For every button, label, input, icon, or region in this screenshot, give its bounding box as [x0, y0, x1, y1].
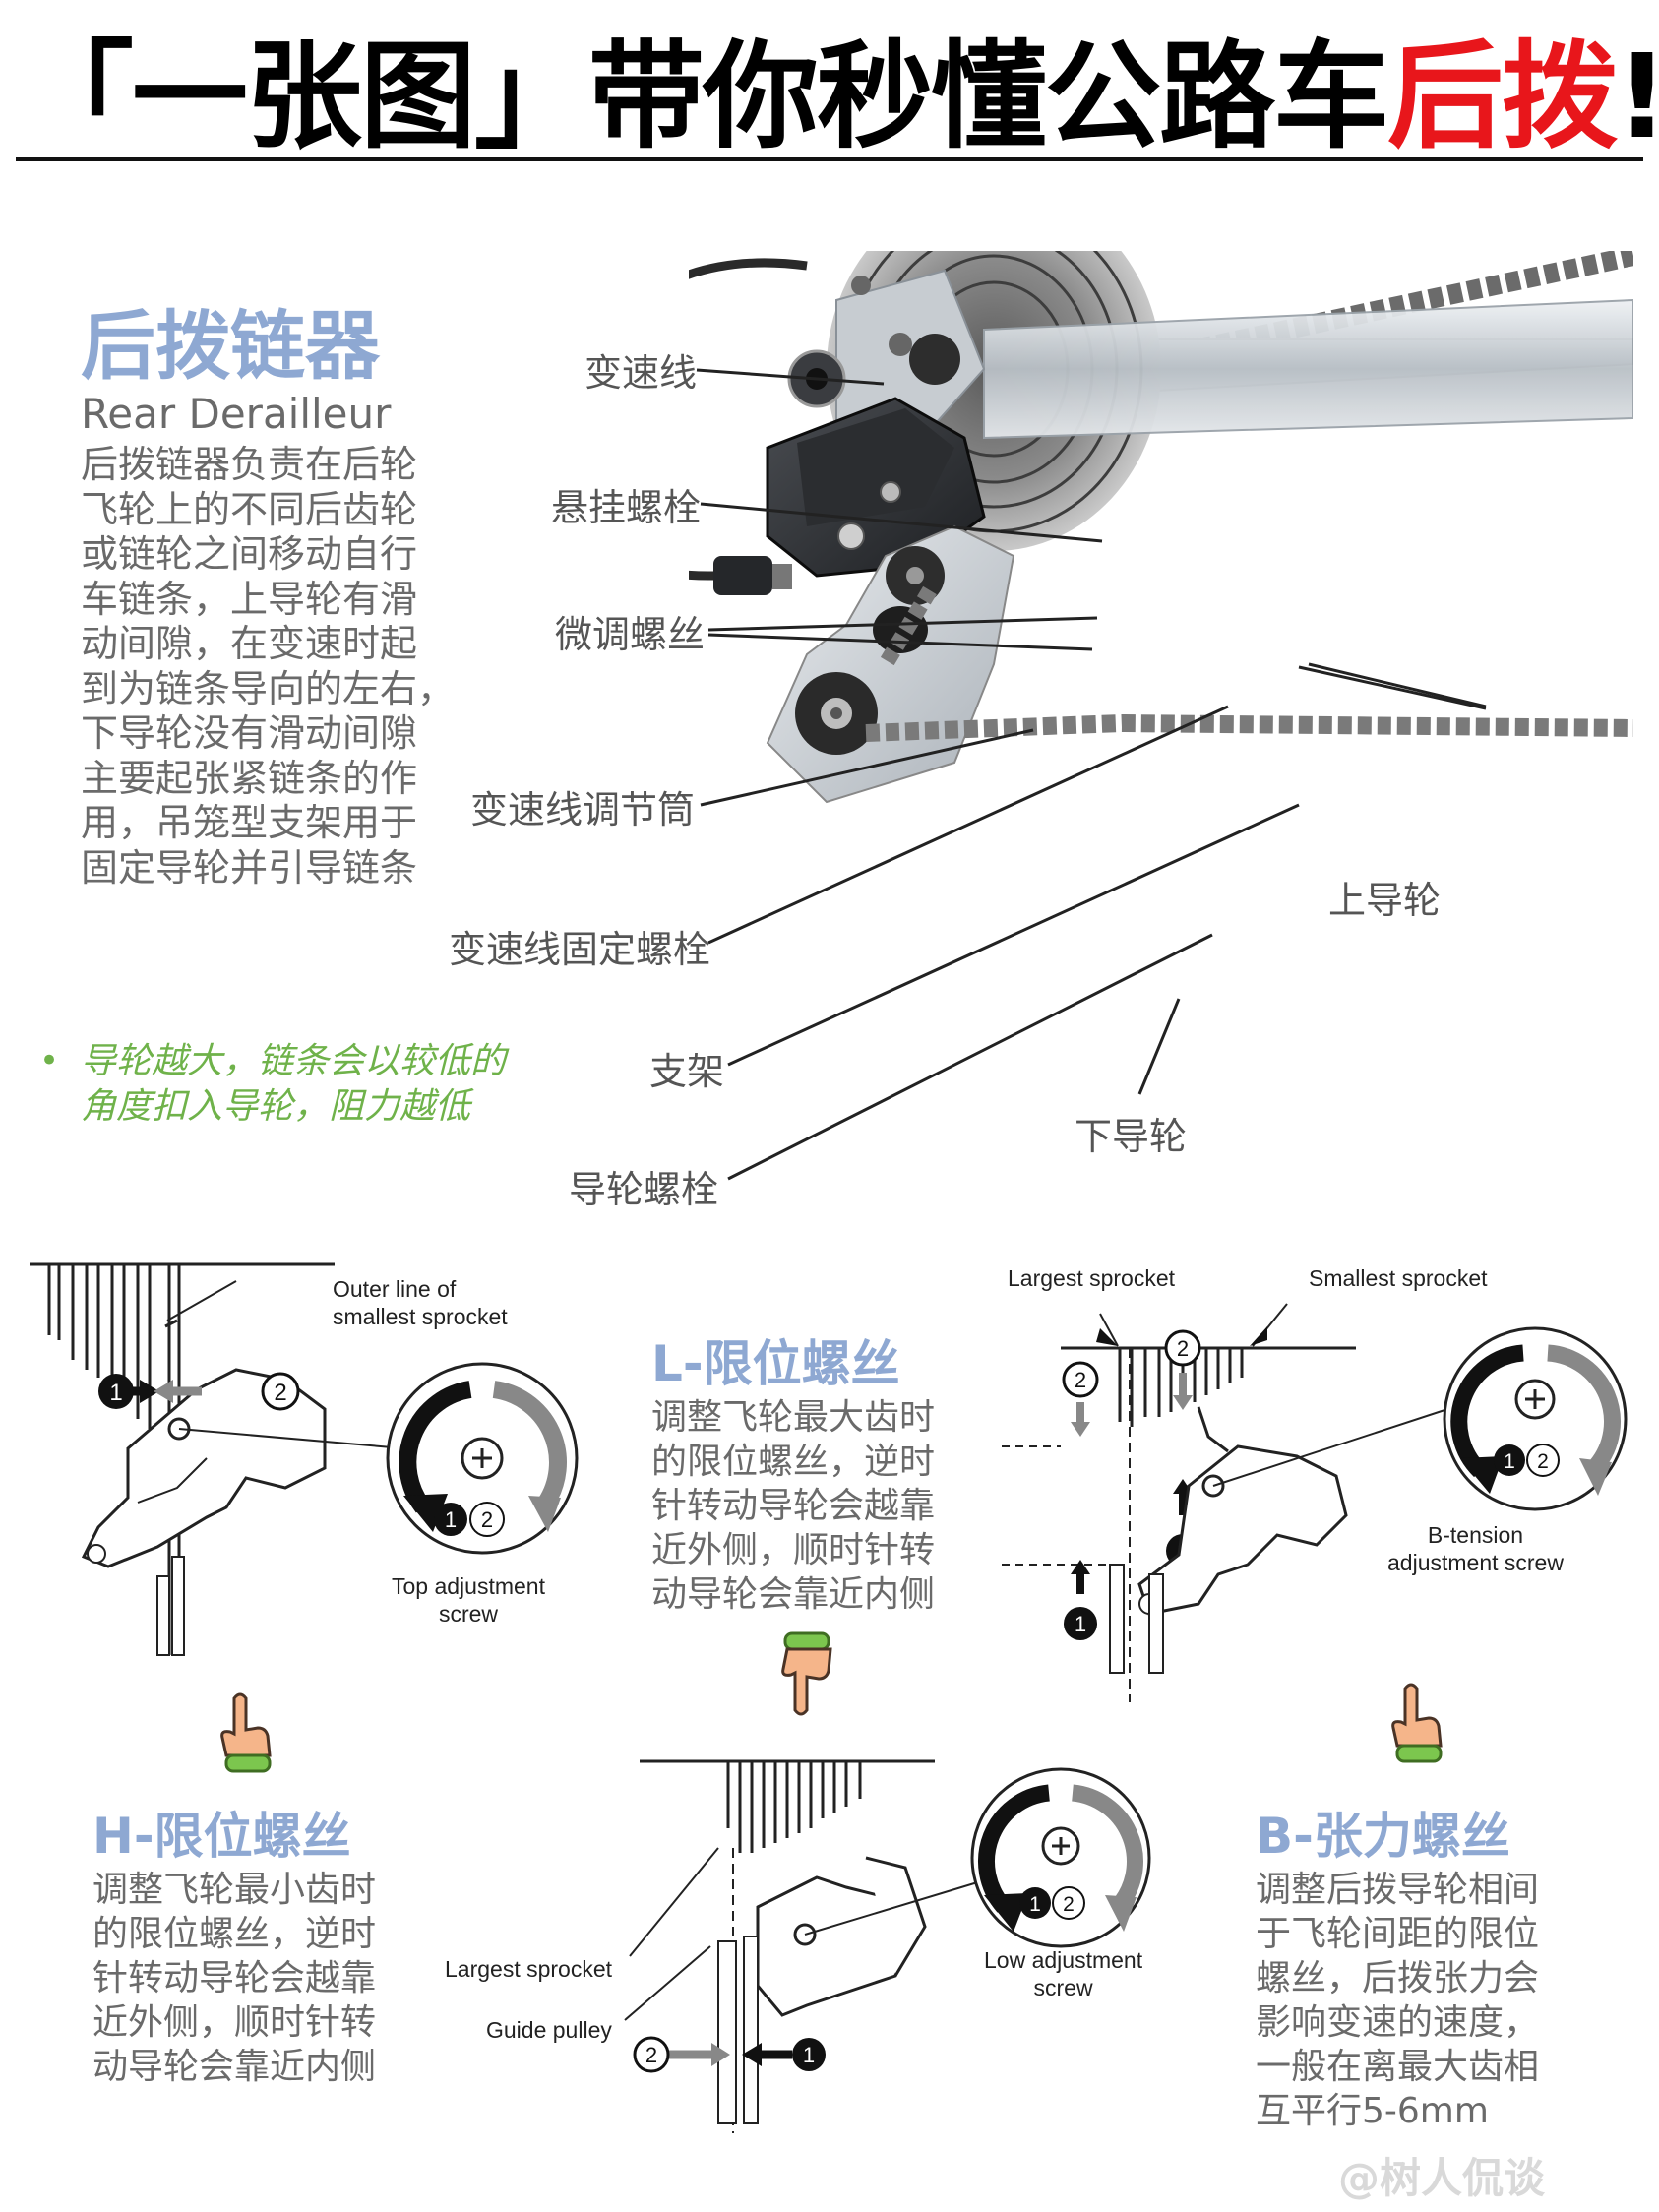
l-limit-line: 近外侧，顺时针转	[651, 1530, 936, 1570]
h-fig-label-outer: Outer line of smallest sprocket	[333, 1275, 508, 1330]
h-limit-heading: H-限位螺丝	[92, 1808, 351, 1865]
h-fig-label-outer-line: smallest sprocket	[333, 1304, 508, 1329]
h-limit-line: 的限位螺丝，逆时	[92, 1914, 377, 1954]
h-limit-line: 针转动导轮会越靠	[92, 1958, 377, 1998]
h-limit-line: 动导轮会靠近内侧	[92, 2047, 377, 2087]
page-title: 「一张图」带你秒懂公路车后拨!!	[18, 28, 1659, 165]
marker-2: 2	[645, 2043, 657, 2067]
marker-2: 2	[1177, 1336, 1189, 1361]
intro-line: 或链轮之间移动自行	[81, 532, 418, 576]
l-limit-line: 针转动导轮会越靠	[651, 1486, 936, 1526]
label-cage: 支架	[649, 1050, 725, 1093]
h-limit-line: 近外侧，顺时针转	[92, 2002, 377, 2043]
intro-line: 到为链条导向的左右，	[81, 666, 456, 710]
b-fig-label-largest: Largest sprocket	[1008, 1265, 1176, 1291]
chain-lower	[865, 713, 1633, 742]
marker-2: 2	[274, 1380, 286, 1406]
intro-subheading: Rear Derailleur	[81, 390, 392, 438]
marker-2: 2	[1537, 1450, 1549, 1473]
h-limit-line: 调整飞轮最小齿时	[92, 1870, 377, 1910]
label-hanger-bolt: 悬挂螺栓	[551, 486, 702, 529]
marker-1: 1	[1029, 1893, 1041, 1916]
h-fig-label-outer-line: Outer line of	[333, 1276, 457, 1302]
intro-line: 车链条，上导轮有滑	[81, 577, 418, 621]
b-tension-line: 一般在离最大齿相	[1256, 2047, 1540, 2087]
l-limit-line: 调整飞轮最大齿时	[651, 1397, 936, 1438]
b-tension-line: 互平行5-6mm	[1256, 2091, 1489, 2131]
b-tension-figure: 2 2 1 1 1 2	[1002, 1303, 1628, 1702]
shift-cable-part	[689, 258, 808, 581]
label-lower-pulley: 下导轮	[1075, 1115, 1188, 1158]
label-pulley-bolt: 导轮螺栓	[569, 1168, 719, 1211]
barrel-adjuster-part	[713, 556, 772, 595]
b-tension-line: 调整后拨导轮相间	[1256, 1870, 1540, 1910]
b-fig-label-screw-line: B-tension	[1427, 1522, 1524, 1548]
b-tension-heading: B-张力螺丝	[1256, 1808, 1510, 1865]
b-tension-line: 于飞轮间距的限位	[1256, 1914, 1540, 1954]
label-shift-cable: 变速线	[584, 351, 698, 395]
tip-line: 导轮越大，链条会以较低的	[81, 1041, 507, 1081]
h-fig-label-screw-line: screw	[438, 1601, 499, 1627]
l-limit-line: 动导轮会靠近内侧	[651, 1574, 936, 1615]
title-underline	[16, 157, 1643, 161]
tip-bullet: •	[39, 1041, 60, 1080]
h-fig-label-screw-line: Top adjustment	[392, 1573, 545, 1599]
l-limit-figure: 2 1 1 2	[624, 1759, 1151, 2133]
marker-1: 1	[1504, 1450, 1515, 1473]
h-limit-figure: 1 2 1 2	[30, 1262, 579, 1656]
label-barrel-adjuster: 变速线调节筒	[470, 788, 696, 831]
b-fig-label-screw: B-tension adjustment screw	[1387, 1521, 1564, 1576]
title-suffix: !!	[1616, 29, 1659, 164]
intro-body: 后拨链器负责在后轮 飞轮上的不同后齿轮 或链轮之间移动自行 车链条，上导轮有滑 …	[81, 443, 494, 891]
tip-text: 导轮越大，链条会以较低的 角度扣入导轮，阻力越低	[81, 1039, 506, 1130]
l-limit-body: 调整飞轮最大齿时 的限位螺丝，逆时 针转动导轮会越靠 近外侧，顺时针转 动导轮会…	[651, 1395, 935, 1617]
b-fig-label-smallest: Smallest sprocket	[1309, 1265, 1488, 1291]
intro-line: 飞轮上的不同后齿轮	[81, 487, 418, 531]
label-adjust-screw: 微调螺丝	[555, 613, 706, 656]
l-limit-line: 的限位螺丝，逆时	[651, 1442, 936, 1482]
h-fig-label-screw: Top adjustment screw	[392, 1572, 545, 1628]
b-tension-line: 螺丝，后拨张力会	[1256, 1958, 1540, 1998]
intro-line: 用，吊笼型支架用于	[81, 801, 418, 844]
title-accent: 后拨	[1387, 29, 1618, 164]
watermark: @树人侃谈	[1338, 2154, 1546, 2202]
intro-line: 后拨链器负责在后轮	[81, 443, 418, 486]
marker-1: 1	[1075, 1612, 1086, 1636]
l-fig-label-screw-line: Low adjustment	[984, 1947, 1143, 1973]
marker-1: 1	[803, 2043, 815, 2067]
b-tension-line: 影响变速的速度，	[1256, 2002, 1540, 2043]
pointing-hand-icon	[220, 1692, 272, 1773]
marker-2: 2	[1063, 1893, 1075, 1916]
l-fig-label-pulley: Guide pulley	[486, 2017, 612, 2043]
intro-line: 动间隙，在变速时起	[81, 622, 418, 665]
l-fig-label-screw-line: screw	[1033, 1975, 1093, 2000]
label-upper-pulley: 上导轮	[1328, 879, 1442, 922]
marker-2: 2	[1075, 1368, 1086, 1392]
l-fig-label-screw: Low adjustment screw	[984, 1946, 1142, 2001]
pointing-hand-icon	[781, 1631, 832, 1716]
marker-2: 2	[481, 1507, 493, 1532]
b-fig-label-screw-line: adjustment screw	[1387, 1550, 1564, 1575]
tip-line: 角度扣入导轮，阻力越低	[81, 1086, 471, 1127]
b-tension-body: 调整后拨导轮相间 于飞轮间距的限位 螺丝，后拨张力会 影响变速的速度， 一般在离…	[1256, 1868, 1539, 2133]
derailleur-photo	[689, 251, 1633, 804]
pointing-hand-icon	[1391, 1683, 1443, 1763]
intro-line: 固定导轮并引导链条	[81, 845, 418, 890]
intro-line: 下导轮没有滑动间隙	[81, 711, 418, 755]
l-limit-heading: L-限位螺丝	[651, 1335, 900, 1392]
l-fig-label-largest: Largest sprocket	[445, 1956, 613, 1982]
h-limit-body: 调整飞轮最小齿时 的限位螺丝，逆时 针转动导轮会越靠 近外侧，顺时针转 动导轮会…	[92, 1868, 376, 2089]
axle	[909, 334, 960, 385]
marker-1: 1	[445, 1507, 457, 1532]
intro-line: 主要起张紧链条的作	[81, 756, 418, 800]
title-prefix: 「一张图」带你秒懂公路车	[18, 29, 1389, 164]
marker-1: 1	[109, 1380, 122, 1406]
intro-heading: 后拨链器	[81, 302, 380, 390]
chainstay	[983, 298, 1633, 440]
label-cable-fixing-bolt: 变速线固定螺栓	[449, 928, 711, 971]
